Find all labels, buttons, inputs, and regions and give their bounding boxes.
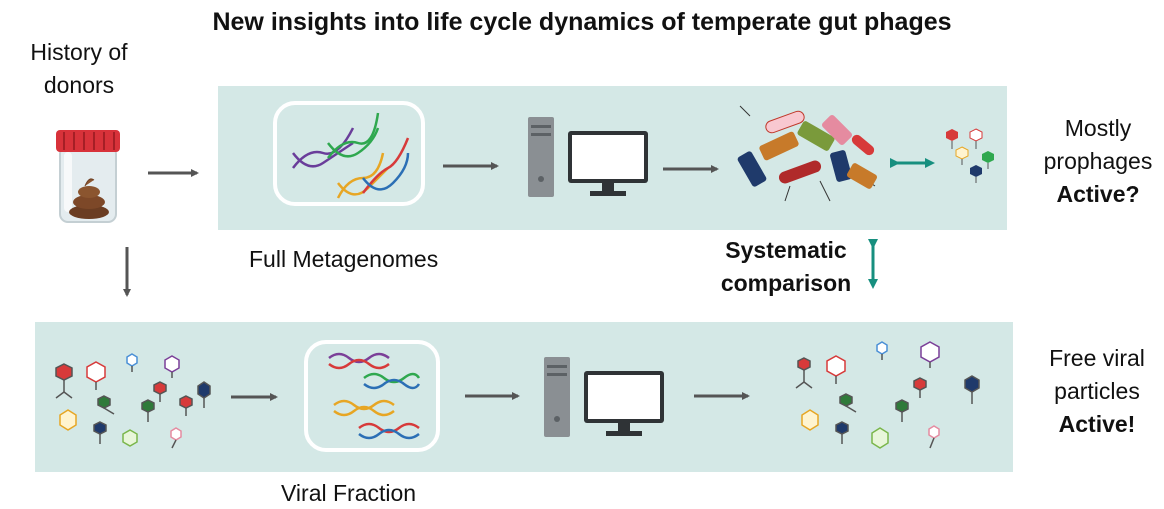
systematic-comparison-label: Systematic comparison xyxy=(720,237,852,296)
viral-fraction-caption: Viral Fraction xyxy=(281,480,417,506)
bottom-result-line2: particles xyxy=(1054,378,1140,404)
top-result-line1: Mostly xyxy=(1064,115,1132,141)
phage-particles-left xyxy=(55,353,211,449)
top-result-label: Mostly prophages Active? xyxy=(1038,112,1158,211)
phage-particles-right xyxy=(795,341,980,449)
full-metagenomes-caption: Full Metagenomes xyxy=(249,246,439,272)
dna-helix-icons-top xyxy=(292,112,410,199)
diagram-title: New insights into life cycle dynamics of… xyxy=(212,8,952,36)
bottom-result-line1: Free viral xyxy=(1049,345,1145,371)
metagenome-dna-box xyxy=(273,101,425,206)
bottom-result-label: Free viral particles Active! xyxy=(1036,342,1158,441)
bottom-result-status: Active! xyxy=(1058,411,1136,437)
top-result-line2: prophages xyxy=(1043,148,1153,174)
stool-sample-jar-icon xyxy=(56,130,120,223)
computer-icon-top xyxy=(528,117,648,197)
dna-helix-icons-bottom xyxy=(328,352,421,440)
computer-icon-bottom xyxy=(544,357,664,437)
viral-dna-box xyxy=(304,340,440,452)
donors-label: History of donors xyxy=(30,39,128,98)
bacteria-cluster-icon xyxy=(737,105,878,202)
prophage-phage-icons xyxy=(946,128,994,183)
top-result-status: Active? xyxy=(1056,181,1140,207)
